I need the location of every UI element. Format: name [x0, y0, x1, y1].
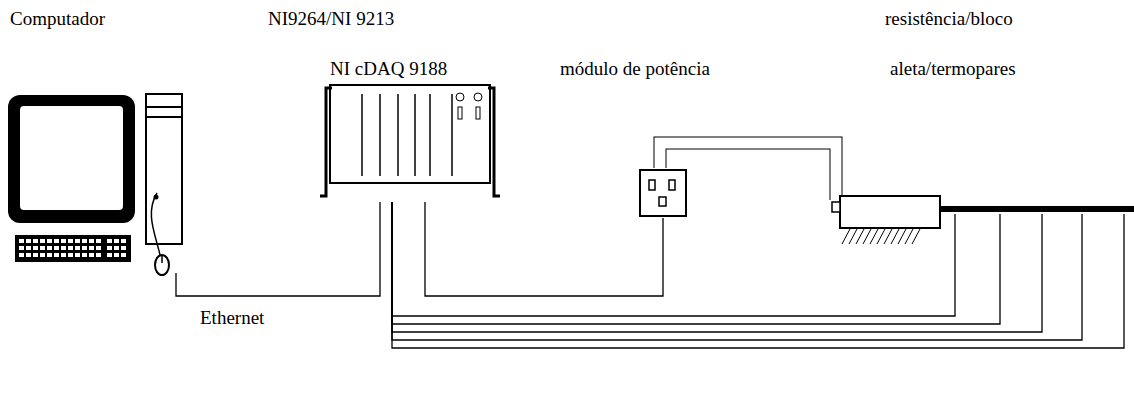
daq-chassis-node: NI9264/NI 9213NI cDAQ 9188 [318, 82, 502, 202]
connector-line [425, 202, 663, 296]
node-label: Computador [10, 7, 105, 30]
power-module-node: módulo de potência [638, 168, 688, 218]
connector-line [392, 202, 1082, 340]
node-illustration [830, 200, 1130, 214]
signal-wire [176, 202, 380, 296]
signal-wire [425, 202, 663, 296]
node-label: aleta/termopares [890, 57, 1016, 80]
signal-wire [392, 202, 1082, 340]
edge-label: Ethernet [198, 306, 266, 329]
signal-wire [392, 202, 1124, 348]
node-illustration [5, 93, 185, 273]
node-label: NI cDAQ 9188 [330, 57, 447, 80]
node-illustration [638, 168, 688, 218]
connector-line [392, 202, 1124, 348]
connector-line [176, 202, 380, 296]
heater-fin-node: resistência/blocoaleta/termopares [830, 200, 1130, 214]
node-label: módulo de potência [560, 57, 710, 80]
computer-node: Computador [5, 93, 185, 273]
connector-line [392, 202, 1042, 332]
node-label: NI9264/NI 9213 [268, 7, 394, 30]
node-label: resistência/bloco [885, 7, 1013, 30]
node-illustration [318, 82, 502, 202]
signal-wire [392, 202, 1042, 332]
